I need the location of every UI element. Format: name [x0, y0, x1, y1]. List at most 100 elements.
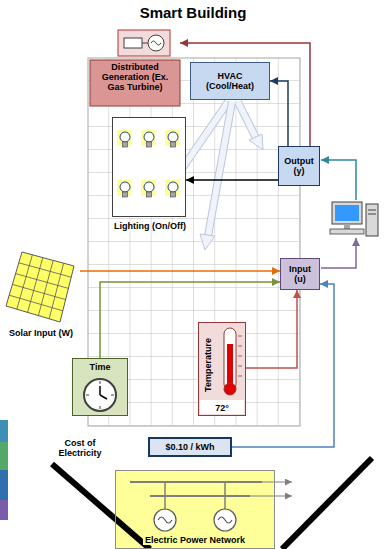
power-network [262, 482, 292, 483]
computer-icon [332, 202, 362, 224]
clock-icon [100, 395, 107, 399]
solar-panel [6, 252, 74, 322]
gas-turbine-icon [142, 43, 148, 44]
light-bulb [141, 180, 155, 196]
hvac-airflow-arrows [238, 102, 256, 138]
hvac-box: HVAC (Cool/Heat) [190, 62, 270, 100]
power-network [130, 481, 262, 483]
node-label: Solar Input (W) [2, 328, 80, 338]
signal-connector [180, 43, 310, 146]
gas-turbine-icon [151, 41, 161, 45]
light-bulb [147, 192, 152, 197]
solar-panel [12, 284, 65, 299]
clock-icon [111, 395, 114, 396]
computer-wires [321, 238, 356, 268]
computer-wires [321, 160, 356, 268]
computer-wires [321, 160, 356, 200]
light-bulb [144, 132, 154, 142]
generation-box [90, 60, 180, 106]
signal-connector [232, 284, 334, 447]
light-bulb [117, 130, 131, 147]
power-network [218, 517, 232, 523]
node-label: HVAC (Cool/Heat) [193, 71, 267, 91]
hvac-airflow-arrows [249, 134, 263, 150]
computer-icon [330, 202, 378, 236]
side-image-fragments [0, 420, 8, 442]
generation-box [90, 60, 180, 106]
power-network [164, 482, 166, 510]
light-bulb [144, 182, 154, 192]
computer-icon [344, 224, 350, 229]
light-bulb [141, 130, 155, 147]
computer-icon [366, 204, 378, 236]
thermometer-icon [238, 356, 242, 357]
power-network [214, 509, 236, 531]
node-label: Time [73, 362, 127, 372]
lighting-box: Lighting (On/Off) [112, 117, 186, 217]
light-bulb [117, 180, 131, 196]
clock-icon [72, 358, 128, 416]
signal-connector [80, 270, 280, 272]
side-image-fragments [0, 500, 8, 520]
clock-icon [86, 395, 89, 396]
thermometer-icon [224, 328, 236, 390]
clock-icon [72, 358, 128, 416]
side-image-fragments [0, 442, 8, 470]
light-bulb [165, 130, 179, 146]
node-label: Distributed Generation (Ex. Gas Turbine) [93, 62, 177, 92]
light-bulb [168, 182, 178, 192]
power-network-band: Electric Power Network [115, 470, 275, 549]
clock-icon [84, 379, 116, 411]
light-bulb [141, 130, 155, 146]
time-box: Time [72, 358, 128, 416]
signal-connector [246, 290, 297, 368]
hvac-airflow-arrows [208, 102, 232, 236]
node-label: $0.10 / kWh [152, 442, 228, 452]
clock-icon [86, 381, 114, 409]
light-bulb [171, 142, 176, 147]
node-label: Output (y) [281, 156, 317, 176]
node-label: Temperature [203, 335, 213, 395]
clock-icon [99, 386, 101, 395]
signal-connector [186, 179, 278, 181]
side-image-fragments [0, 470, 8, 500]
thermometer-icon [238, 376, 242, 377]
temperature-box: Temperature72° [198, 322, 246, 416]
price-box: $0.10 / kWh [148, 437, 232, 457]
node-label: Input (u) [283, 264, 317, 284]
light-bulb [165, 180, 179, 196]
solar-panel [16, 274, 69, 289]
solar-panel [9, 295, 63, 311]
power-network [52, 458, 372, 549]
signal-connector [100, 282, 280, 358]
light-bulb [120, 132, 130, 142]
thermometer-icon [200, 400, 244, 414]
light-bulb [117, 130, 131, 146]
solar-panel [6, 252, 74, 322]
gas-turbine-icon [148, 35, 164, 51]
thermometer-icon [238, 366, 242, 367]
computer-icon [330, 229, 364, 234]
light-bulb [141, 180, 155, 197]
computer-icon [335, 205, 359, 221]
lighting-bulbs [112, 117, 186, 217]
clock-icon [100, 406, 101, 409]
thermometer-icon [238, 336, 242, 337]
gas-turbine-icon [118, 30, 170, 56]
hvac-airflow-arrows [238, 102, 256, 138]
node-label: Lighting (On/Off) [97, 221, 203, 231]
light-bulb [123, 192, 128, 197]
thermometer-icon [224, 383, 236, 395]
solar-panel-node: Solar Input (W) [2, 252, 80, 342]
light-bulb [117, 180, 131, 197]
light-bulb [165, 180, 179, 197]
light-bulb [165, 130, 179, 147]
generation-box: Distributed Generation (Ex. Gas Turbine) [90, 28, 180, 106]
lighting-bulbs [112, 117, 186, 217]
thermometer-icon [198, 322, 246, 416]
gas-turbine-icon [124, 38, 142, 48]
solar-panel [19, 263, 71, 277]
power-network [224, 482, 226, 510]
power-network [282, 458, 372, 549]
